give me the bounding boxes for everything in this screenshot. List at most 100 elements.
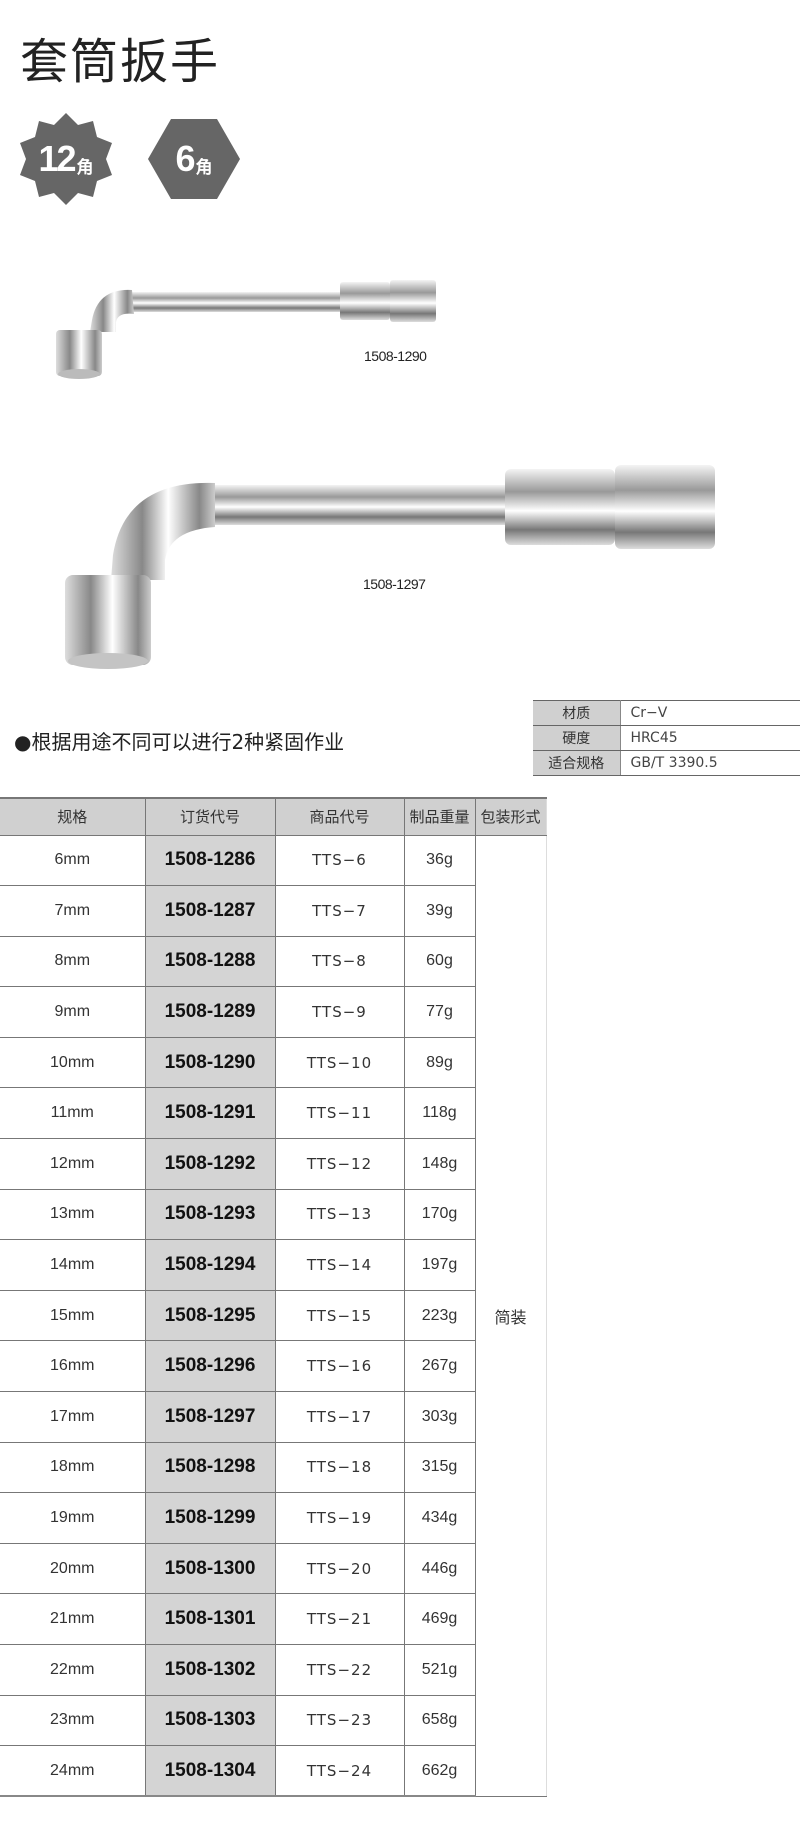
order-code-cell: 1508-1296: [144, 1340, 276, 1393]
weight-cell: 60g: [403, 935, 476, 988]
image-code-label: 1508-1290: [364, 348, 427, 364]
size-cell: 7mm: [0, 885, 146, 937]
order-code-cell: 1508-1304: [144, 1745, 276, 1798]
order-code-cell: 1508-1294: [144, 1239, 276, 1291]
order-code-cell: 1508-1292: [144, 1138, 276, 1190]
weight-cell: 315g: [403, 1441, 476, 1494]
weight-cell: 434g: [403, 1492, 476, 1544]
weight-cell: 658g: [403, 1694, 476, 1747]
product-code-cell: TTS−12: [274, 1138, 405, 1190]
header-size: 规格: [0, 797, 146, 836]
weight-cell: 446g: [403, 1542, 476, 1595]
order-code-cell: 1508-1286: [144, 834, 276, 887]
size-cell: 22mm: [0, 1644, 146, 1696]
wrench-image-small: [56, 280, 436, 379]
order-code-cell: 1508-1303: [144, 1694, 276, 1747]
order-code-cell: 1508-1287: [144, 885, 276, 937]
badge-12-point: 12 角: [20, 113, 112, 205]
size-cell: 14mm: [0, 1239, 146, 1291]
size-cell: 16mm: [0, 1340, 146, 1393]
header-product-code: 商品代号: [274, 797, 405, 836]
product-code-cell: TTS−11: [274, 1087, 405, 1140]
order-code-cell: 1508-1302: [144, 1644, 276, 1696]
wrench-image-large: [65, 465, 715, 669]
size-cell: 18mm: [0, 1441, 146, 1494]
product-code-cell: TTS−10: [274, 1036, 405, 1089]
size-cell: 10mm: [0, 1036, 146, 1089]
table-header-row: 规格 订货代号 商品代号 制品重量 包装形式: [0, 797, 547, 836]
size-cell: 15mm: [0, 1289, 146, 1342]
size-cell: 8mm: [0, 935, 146, 988]
product-code-cell: TTS−15: [274, 1289, 405, 1342]
size-cell: 23mm: [0, 1694, 146, 1747]
weight-cell: 170g: [403, 1188, 476, 1241]
spec-key: 硬度: [533, 725, 621, 751]
twelve-point-shape-icon: [20, 113, 112, 205]
size-cell: 21mm: [0, 1593, 146, 1645]
order-code-cell: 1508-1297: [144, 1391, 276, 1443]
size-cell: 20mm: [0, 1542, 146, 1595]
weight-cell: 267g: [403, 1340, 476, 1393]
size-cell: 24mm: [0, 1745, 146, 1798]
order-code-cell: 1508-1301: [144, 1593, 276, 1645]
weight-cell: 148g: [403, 1138, 476, 1190]
weight-cell: 36g: [403, 834, 476, 887]
weight-cell: 77g: [403, 986, 476, 1038]
spec-value: Cr−V: [620, 700, 800, 726]
spec-value: HRC45: [620, 725, 800, 751]
weight-cell: 662g: [403, 1745, 476, 1798]
header-order-code: 订货代号: [144, 797, 276, 836]
order-code-cell: 1508-1288: [144, 935, 276, 988]
product-code-cell: TTS−7: [274, 885, 405, 937]
page-title: 套筒扳手: [20, 34, 221, 90]
order-code-cell: 1508-1295: [144, 1289, 276, 1342]
order-code-cell: 1508-1289: [144, 986, 276, 1038]
product-code-cell: TTS−20: [274, 1542, 405, 1595]
order-code-cell: 1508-1298: [144, 1441, 276, 1494]
spec-value: GB/T 3390.5: [620, 750, 800, 776]
hexagon-icon: [148, 119, 240, 199]
weight-cell: 303g: [403, 1391, 476, 1443]
product-code-cell: TTS−23: [274, 1694, 405, 1747]
header-weight: 制品重量: [403, 797, 476, 836]
product-code-cell: TTS−21: [274, 1593, 405, 1645]
badge-unit: 角: [195, 157, 213, 178]
weight-cell: 521g: [403, 1644, 476, 1696]
badge-number: 6: [175, 138, 195, 179]
order-code-cell: 1508-1293: [144, 1188, 276, 1241]
badge-unit: 角: [76, 157, 94, 178]
spec-key: 适合规格: [533, 750, 621, 776]
order-code-cell: 1508-1300: [144, 1542, 276, 1595]
image-code-label: 1508-1297: [363, 576, 426, 592]
product-code-cell: TTS−16: [274, 1340, 405, 1393]
size-cell: 12mm: [0, 1138, 146, 1190]
packaging-cell: 简装: [474, 834, 547, 1797]
size-cell: 17mm: [0, 1391, 146, 1443]
product-code-cell: TTS−18: [274, 1441, 405, 1494]
product-code-cell: TTS−14: [274, 1239, 405, 1291]
order-code-cell: 1508-1299: [144, 1492, 276, 1544]
spec-key: 材质: [533, 700, 621, 726]
header-packaging: 包装形式: [474, 797, 547, 836]
weight-cell: 39g: [403, 885, 476, 937]
